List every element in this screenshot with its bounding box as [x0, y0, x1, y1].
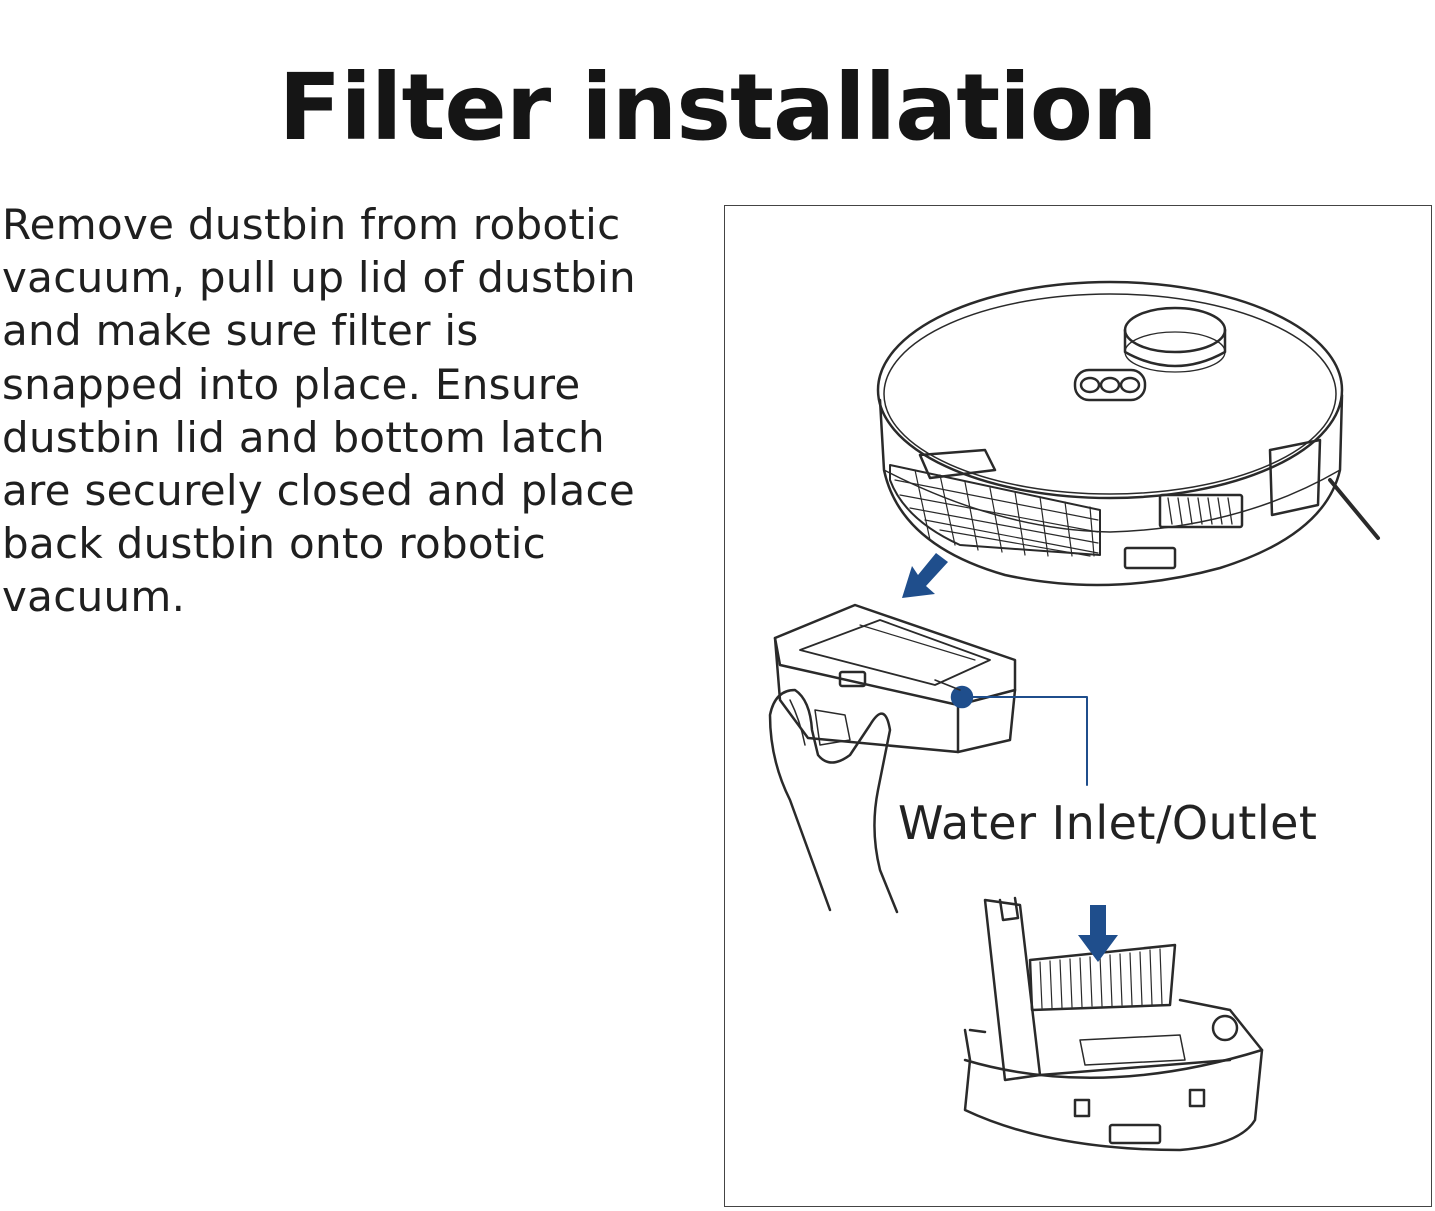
callout-line: [961, 696, 1088, 786]
arrow-down-left-icon: [902, 553, 948, 598]
illustration-frame: [724, 205, 1432, 1207]
water-inlet-outlet-label: Water Inlet/Outlet: [898, 796, 1318, 850]
page-title: Filter installation: [278, 53, 1158, 161]
arrow-down-icon: [1078, 905, 1118, 962]
open-dustbin-filter-drawing: [963, 896, 1264, 1152]
instruction-text: Remove dustbin from robotic vacuum, pull…: [2, 200, 636, 622]
dustbin-drawing: [768, 603, 1017, 914]
robot-vacuum-drawing: [876, 280, 1380, 587]
